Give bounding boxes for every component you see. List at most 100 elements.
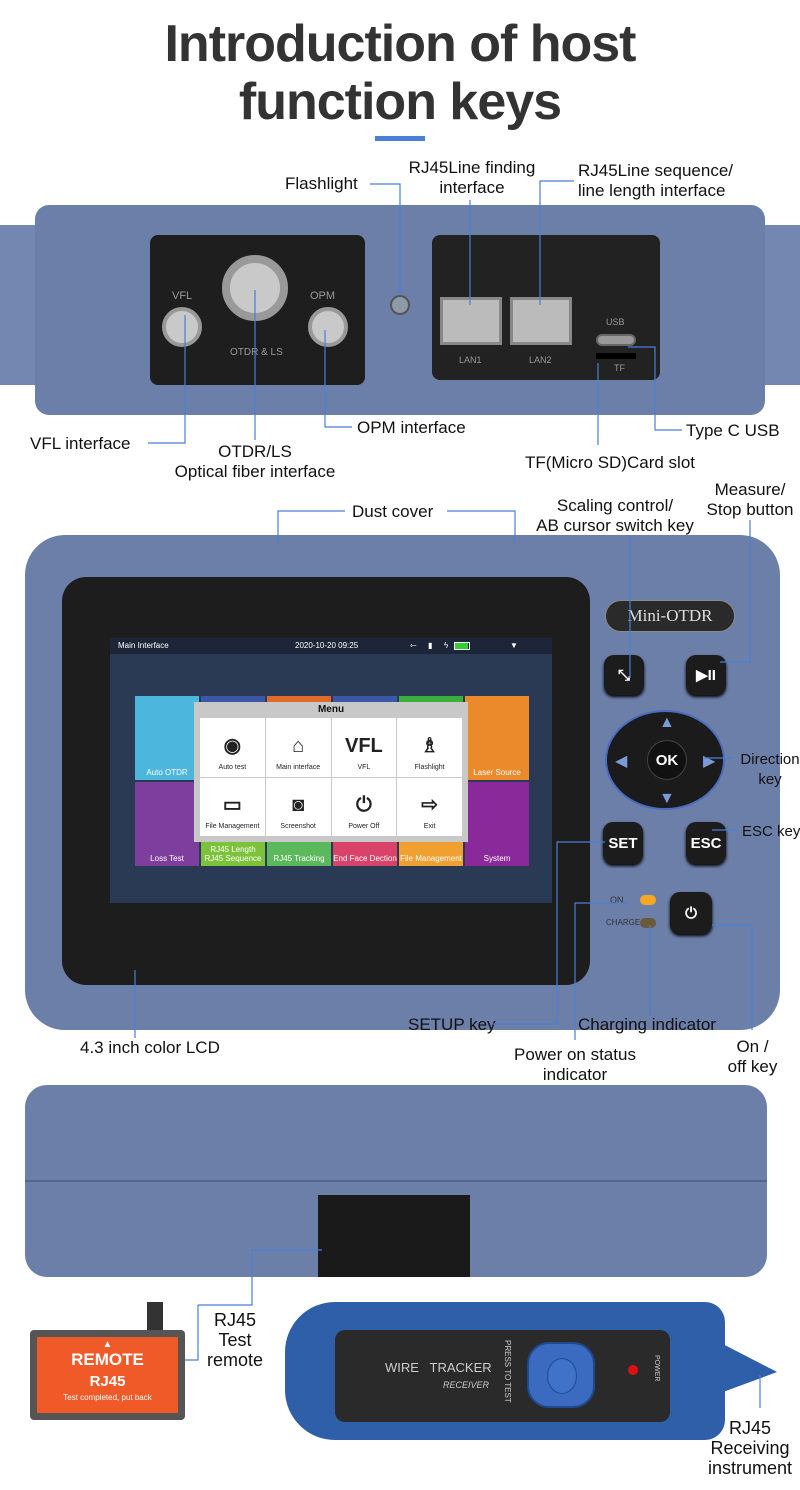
menu-item-icon: ⇨	[421, 794, 438, 816]
set-button[interactable]: SET	[603, 822, 643, 864]
down-arrow-icon[interactable]: ▼	[659, 790, 675, 807]
menu-item-label: VFL	[357, 763, 371, 771]
lan2-port[interactable]	[510, 297, 572, 345]
rj45-remote[interactable]: ▲ REMOTE RJ45 Test completed, put back	[30, 1330, 185, 1420]
menu-item[interactable]: ▭File Management	[200, 777, 265, 836]
screen-tile[interactable]: Loss Test	[135, 782, 199, 866]
menu-item-label: Screenshot	[280, 823, 316, 830]
menu-item[interactable]: VFL VFL	[331, 718, 397, 777]
tracker-panel: WIRE TRACKER RECEIVER PRESS TO TEST POWE…	[335, 1330, 670, 1422]
screen-tile[interactable]: System	[465, 782, 529, 866]
usb-c-port[interactable]	[596, 334, 636, 346]
menu-item[interactable]: ♗Flashlight	[397, 718, 462, 777]
menu-item-icon: ◙	[292, 794, 305, 816]
side-seam	[25, 1180, 767, 1182]
otdr-marking: OTDR & LS	[230, 347, 283, 358]
left-arrow-icon[interactable]: ◀	[615, 753, 628, 770]
usb-marking: USB	[606, 317, 625, 327]
measure-button[interactable]: ▶II	[686, 655, 726, 695]
lan1-port[interactable]	[440, 297, 502, 345]
title-line-2: function keys	[238, 73, 562, 131]
tracker-power-led	[628, 1365, 638, 1375]
charging-led	[640, 918, 656, 928]
menu-item[interactable]: ⇨ Exit	[397, 777, 462, 836]
menu-item[interactable]: ⏻ Power Off	[331, 777, 397, 836]
title-line-1: Introduction of host	[164, 15, 636, 73]
title-underline	[375, 136, 425, 141]
top-view: VFL OPM OTDR & LS LAN1 LAN2 USB TF	[0, 200, 800, 425]
remote-slot	[318, 1195, 470, 1277]
tracker-probe	[715, 1340, 777, 1395]
menu-item[interactable]: ◙ Screenshot	[265, 777, 331, 836]
screen-tile[interactable]: Auto OTDR	[135, 696, 199, 780]
remote-tab	[147, 1302, 163, 1332]
zoom-cursor-icon: ⤡	[617, 666, 630, 684]
screen-title: Main Interface	[118, 641, 169, 650]
esc-button[interactable]: ESC	[686, 822, 726, 864]
esc-label: ESC key	[742, 823, 800, 840]
power-marking: POWER	[653, 1355, 660, 1382]
menu-item-label: Exit	[423, 823, 436, 830]
charge-marking: CHARGE	[606, 918, 641, 927]
press-to-test-button[interactable]	[527, 1342, 595, 1408]
measure-label: Measure/Stop button	[706, 480, 794, 519]
menu-item[interactable]: ◉ Auto test	[200, 718, 265, 777]
up-triangle-icon: ▲	[102, 1339, 113, 1350]
typec-label: Type C USB	[686, 421, 780, 440]
vfl-label: VFL interface	[30, 434, 131, 453]
io-panel: LAN1 LAN2 USB TF	[432, 235, 660, 380]
power-icon: ⏻	[685, 904, 697, 922]
lan1-marking: LAN1	[459, 355, 482, 365]
opm-port[interactable]	[308, 307, 348, 347]
otdr-port[interactable]	[222, 255, 288, 321]
vfl-port[interactable]	[162, 307, 202, 347]
remote-sub: RJ45	[89, 1373, 126, 1390]
menu-item-icon: VFL	[344, 734, 383, 757]
menu-item[interactable]: ⌂ Main interface	[265, 718, 331, 777]
play-pause-icon: ▶II	[696, 667, 716, 684]
usb-icon: ⇽	[410, 641, 417, 650]
right-arrow-icon[interactable]: ▶	[703, 753, 716, 770]
ok-button[interactable]: OK	[647, 740, 687, 780]
rj45-sequence-label: RJ45Line sequence/line length interface	[578, 161, 734, 200]
power-button[interactable]: ⏻	[670, 892, 712, 934]
menu-item-label: Auto test	[218, 763, 247, 771]
menu-item-icon: ⌂	[292, 734, 305, 757]
scaling-button[interactable]: ⤡	[604, 655, 644, 695]
dropdown-icon[interactable]: ▼	[510, 641, 518, 650]
menu-item-icon: ♗	[420, 734, 439, 757]
opm-marking: OPM	[310, 290, 336, 302]
fiber-panel: VFL OPM OTDR & LS	[150, 235, 365, 385]
menu-grid: ◉ Auto test ⌂ Main interface VFL VFL ♗Flashlig…	[200, 718, 462, 836]
charge-icon: ϟ	[444, 641, 449, 650]
onoff-label: On /off key	[727, 1037, 778, 1076]
setup-label: SETUP key	[408, 1015, 496, 1034]
menu-item-label: Main interface	[276, 763, 321, 771]
menu-item-label: Power Off	[348, 823, 380, 830]
tf-slot[interactable]	[596, 353, 636, 359]
lan2-marking: LAN2	[529, 355, 552, 365]
tracker-name: WIRE TRACKER	[385, 1360, 492, 1375]
menu-item-icon: ⏻	[355, 794, 372, 816]
tracker-sub: RECEIVER	[443, 1380, 490, 1390]
opm-label: OPM interface	[357, 418, 466, 437]
menu-item-icon: ▭	[222, 794, 242, 816]
remote-label-plate: ▲ REMOTE RJ45 Test completed, put back	[37, 1337, 178, 1413]
charging-label: Charging indicator	[578, 1015, 716, 1034]
up-arrow-icon[interactable]: ▲	[659, 714, 675, 731]
dust-cover-label: Dust cover	[352, 502, 434, 521]
lcd-label: 4.3 inch color LCD	[80, 1038, 220, 1057]
remote-title: REMOTE	[71, 1350, 144, 1369]
scaling-label: Scaling control/AB cursor switch key	[536, 496, 694, 535]
sd-icon: ▮	[428, 641, 433, 650]
menu-item-icon: ◉	[223, 734, 242, 757]
power-led	[640, 895, 656, 905]
screen-tile[interactable]: Laser Source	[465, 696, 529, 780]
mini-otdr-logo: Mini-OTDR	[605, 600, 735, 632]
tf-marking: TF	[614, 363, 625, 373]
